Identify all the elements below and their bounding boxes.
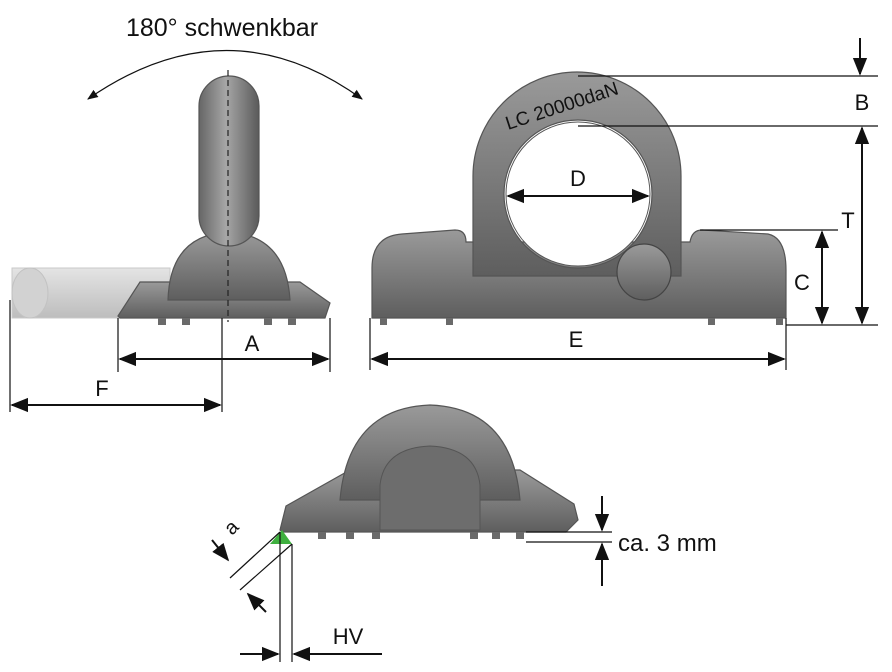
detail-view: ca. 3 mm a HV: [211, 404, 717, 662]
dim-hv-label: HV: [333, 624, 364, 649]
dim-c-label: C: [794, 270, 810, 295]
front-pin: [616, 243, 672, 301]
dim-b-label: B: [855, 90, 870, 115]
front-view: LC 20000daN D E B T C: [369, 38, 878, 370]
side-feet: [158, 318, 296, 325]
gap-label: ca. 3 mm: [618, 530, 717, 557]
detail-arch: [379, 445, 481, 531]
swivel-label: 180° schwenkbar: [126, 14, 318, 42]
detail-feet: [318, 532, 524, 539]
dim-a-small-label: a: [220, 515, 244, 539]
side-eye-bar: [198, 75, 260, 247]
dim-d-label: D: [570, 166, 586, 191]
front-eye-ring: [472, 71, 682, 277]
swivel-arc: [87, 49, 363, 100]
dim-a-small-arrow-1: [211, 539, 230, 562]
dim-a-label: A: [245, 331, 260, 356]
dim-f-label: F: [95, 376, 108, 401]
weld-marker: [270, 530, 292, 544]
dim-a-small-arrow-2: [246, 592, 267, 613]
dim-e-label: E: [569, 327, 584, 352]
dim-t-label: T: [841, 208, 854, 233]
front-eye-bore: [505, 121, 651, 267]
front-feet: [380, 318, 783, 325]
side-view: 180° schwenkbar A F: [9, 14, 363, 413]
